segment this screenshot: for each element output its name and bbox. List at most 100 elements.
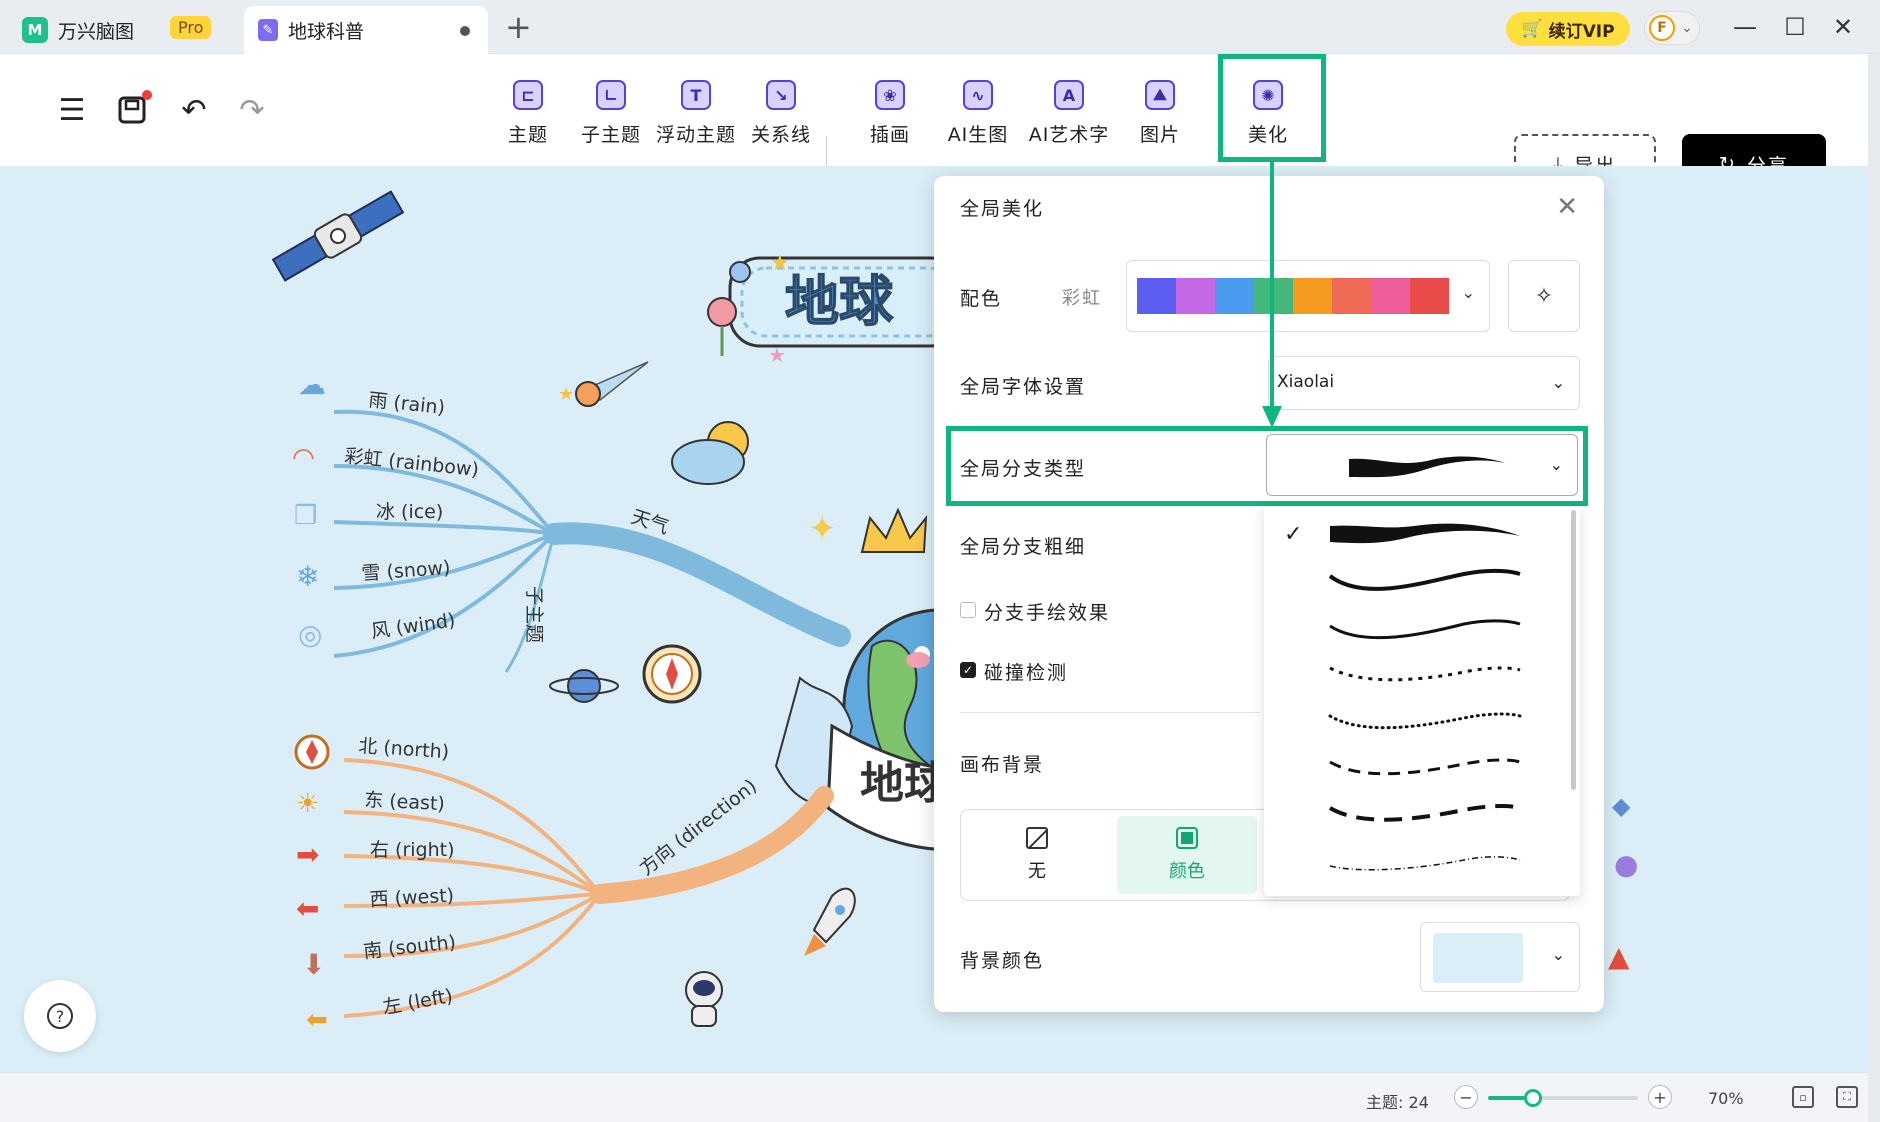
fit-view-icon[interactable]: ▫ xyxy=(1792,1086,1814,1108)
arrow-right-icon: ➡ xyxy=(296,838,319,871)
tab-document[interactable]: ✎ 地球科普 xyxy=(244,6,488,54)
branch-option-curved[interactable] xyxy=(1324,608,1524,648)
ai-image-icon: ∿ xyxy=(963,80,993,110)
star-icon: ★ xyxy=(768,343,786,367)
direction-item[interactable]: 西 (west) xyxy=(369,885,454,911)
dropdown-scrollbar[interactable] xyxy=(1571,510,1576,790)
branch-option-long-dash[interactable] xyxy=(1324,792,1524,832)
compass-icon xyxy=(294,734,330,770)
zoom-slider-handle[interactable] xyxy=(1524,1089,1542,1107)
color-scheme-select[interactable]: ⌄ xyxy=(1126,260,1490,332)
help-icon: ? xyxy=(47,1003,73,1029)
help-button[interactable]: ? xyxy=(24,980,96,1052)
direction-item[interactable]: 东 (east) xyxy=(364,789,446,815)
vip-renew-button[interactable]: 🛒 续订VIP xyxy=(1506,12,1630,46)
direction-item[interactable]: 南 (south) xyxy=(362,931,457,963)
tool-relationship[interactable]: ↘ 关系线 xyxy=(741,74,821,158)
tool-beautify[interactable]: ✺ 美化 xyxy=(1228,74,1308,158)
download-icon: ⤓ xyxy=(1553,153,1565,175)
collision-checkbox[interactable]: ✓ xyxy=(960,662,976,678)
menu-icon[interactable]: ☰ xyxy=(58,92,86,128)
bg-option-none[interactable]: 无 xyxy=(967,816,1107,894)
flower-icon xyxy=(707,261,751,356)
close-icon[interactable]: ✕ xyxy=(1556,192,1578,222)
bg-option-color[interactable]: 颜色 xyxy=(1117,816,1257,894)
user-avatar-button[interactable]: F ⌄ xyxy=(1644,11,1700,45)
branch-option-curved-thick[interactable] xyxy=(1324,562,1524,602)
collision-label: 碰撞检测 xyxy=(984,662,1069,684)
status-bar: 主题: 24 − + 70% ▫ ⛶ xyxy=(0,1072,1868,1122)
zoom-slider[interactable] xyxy=(1488,1089,1638,1107)
direction-item[interactable]: 左 (left) xyxy=(381,985,454,1019)
monster-icon: ● xyxy=(1614,848,1638,881)
minimize-icon[interactable]: — xyxy=(1733,13,1757,41)
sunrise-icon: ☀ xyxy=(296,789,319,819)
triangle-icon: ▲ xyxy=(1608,940,1630,973)
cart-icon: 🛒 xyxy=(1521,19,1543,39)
tool-topic[interactable]: ⊏ 主题 xyxy=(488,74,568,158)
branch-option-dashed[interactable] xyxy=(1324,746,1524,786)
direction-item[interactable]: 右 (right) xyxy=(370,839,455,861)
magic-wand-button[interactable]: ✧ xyxy=(1508,260,1580,332)
document-icon: ✎ xyxy=(258,19,278,41)
tapered-branch-preview xyxy=(1349,456,1505,478)
new-tab-button[interactable]: + xyxy=(505,8,532,46)
unsaved-dot-icon[interactable] xyxy=(460,26,470,36)
undo-icon[interactable]: ↶ xyxy=(181,92,207,128)
chevron-down-icon: ⌄ xyxy=(1461,283,1475,302)
central-title-text: 地球 xyxy=(785,270,894,333)
arrow-left-icon: ⬅ xyxy=(306,1005,328,1035)
ice-cube-icon: ❒ xyxy=(294,501,317,531)
rainbow-icon: ◠ xyxy=(292,443,315,473)
redo-icon[interactable]: ↷ xyxy=(239,92,265,128)
tab-app-home[interactable]: M 万兴脑图 Pro xyxy=(22,6,232,54)
tool-floating-topic[interactable]: T 浮动主题 xyxy=(656,74,736,158)
save-icon[interactable] xyxy=(112,90,152,130)
tool-label: 美化 xyxy=(1247,124,1288,146)
branch-type-select[interactable]: ⌄ xyxy=(1266,434,1578,496)
weather-item[interactable]: 冰 (ice) xyxy=(376,501,443,523)
zoom-out-button[interactable]: − xyxy=(1454,1085,1478,1109)
branch-width-label: 全局分支粗细 xyxy=(960,536,1087,558)
panel-title: 全局美化 xyxy=(960,198,1045,220)
tool-image[interactable]: ⛰ 图片 xyxy=(1120,74,1200,158)
tool-label: 图片 xyxy=(1139,124,1180,146)
tornado-icon: ◎ xyxy=(298,618,322,651)
tool-ai-art-text[interactable]: A AI艺术字 xyxy=(1029,74,1109,158)
font-select[interactable]: Xiaolai ⌄ xyxy=(1268,356,1580,410)
bg-color-label: 背景颜色 xyxy=(960,950,1045,972)
central-title-card: 地球 xyxy=(728,256,962,348)
maximize-icon[interactable]: ☐ xyxy=(1784,13,1806,41)
branch-option-dash-dot[interactable] xyxy=(1324,846,1524,886)
tool-label: 子主题 xyxy=(580,124,641,146)
weather-subtopic-label[interactable]: 子主题 xyxy=(523,586,545,643)
branch-option-tapered[interactable] xyxy=(1324,516,1524,556)
tool-label: 插画 xyxy=(869,124,910,146)
tool-subtopic[interactable]: ∟ 子主题 xyxy=(571,74,651,158)
tool-ai-image[interactable]: ∿ AI生图 xyxy=(938,74,1018,158)
zoom-level[interactable]: 70% xyxy=(1708,1089,1744,1108)
tool-illustration[interactable]: ❀ 插画 xyxy=(850,74,930,158)
fullscreen-icon[interactable]: ⛶ xyxy=(1836,1086,1858,1108)
tool-label: 主题 xyxy=(507,124,548,146)
branch-option-dotted[interactable] xyxy=(1324,700,1524,740)
branch-type-highlight-frame xyxy=(946,426,1588,506)
bg-color-picker[interactable]: ⌄ xyxy=(1420,922,1580,992)
image-icon: ⛰ xyxy=(1145,80,1175,110)
branch-option-chevron[interactable] xyxy=(1324,654,1524,694)
swatch xyxy=(1371,278,1410,314)
astronaut-icon xyxy=(685,971,723,1027)
weather-item[interactable]: 雪 (snow) xyxy=(361,557,451,585)
topic-icon: ⊏ xyxy=(513,80,543,110)
annotation-arrow-icon xyxy=(1262,162,1282,428)
direction-item[interactable]: 北 (north) xyxy=(358,735,450,763)
star-icon: ★ xyxy=(770,251,790,276)
close-window-icon[interactable]: ✕ xyxy=(1832,13,1854,41)
bg-color-swatch xyxy=(1433,933,1523,983)
hand-drawn-checkbox[interactable] xyxy=(960,602,976,618)
toolbar: ☰ ↶ ↷ ⊏ 主题 ∟ 子主题 T 浮动主题 ↘ 关系线 ❀ 插画 ∿ AI生… xyxy=(0,54,1868,194)
zoom-in-button[interactable]: + xyxy=(1648,1085,1672,1109)
tool-label: AI生图 xyxy=(947,124,1009,146)
window-edge xyxy=(1868,54,1880,1122)
font-value: Xiaolai xyxy=(1277,372,1335,392)
